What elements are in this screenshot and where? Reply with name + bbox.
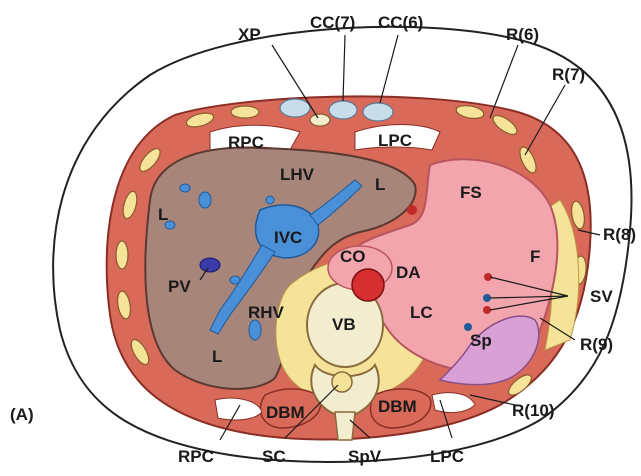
label-vb: VB (332, 315, 356, 334)
vessel-branch (230, 276, 240, 284)
label-ivc: IVC (274, 228, 302, 247)
label-pv: PV (168, 277, 191, 296)
label-r9: R(9) (580, 335, 613, 354)
vessel-branch (199, 192, 211, 208)
rib-segment (231, 106, 259, 118)
label-lpc-top: LPC (378, 131, 412, 150)
descending-aorta (352, 269, 384, 301)
label-lpc-bottom: LPC (430, 447, 464, 466)
label-sp: Sp (470, 331, 492, 350)
spinal-cord (332, 372, 352, 392)
label-f: F (530, 247, 540, 266)
label-lc: LC (410, 303, 433, 322)
label-fs: FS (460, 183, 482, 202)
label-sv: SV (590, 287, 613, 306)
rib-segment (116, 241, 128, 269)
label-xp: XP (238, 25, 261, 44)
label-sc: SC (262, 447, 286, 466)
label-rpc-top: RPC (228, 133, 264, 152)
label-l-bottom: L (212, 347, 222, 366)
xiphoid-process (310, 114, 330, 126)
label-r10: R(10) (512, 401, 555, 420)
label-dbm-right: DBM (378, 397, 417, 416)
label-r7: R(7) (552, 65, 585, 84)
label-l-left: L (158, 205, 168, 224)
splenic-vessel (483, 294, 491, 302)
vessel-branch (249, 320, 261, 340)
stomach-vessel (407, 205, 417, 215)
label-dbm-left: DBM (266, 403, 305, 422)
spinous-process (335, 412, 355, 440)
cartilage-segment (280, 99, 310, 117)
splenic-vessel (464, 323, 472, 331)
vessel-branch (180, 184, 190, 192)
splenic-vessel (483, 306, 491, 314)
vessel-branch (266, 196, 274, 204)
label-da: DA (396, 263, 421, 282)
label-co: CO (340, 247, 366, 266)
label-cc6: CC(6) (378, 13, 423, 32)
cartilage-segment (363, 103, 393, 121)
label-spv: SpV (348, 447, 382, 466)
label-lhv: LHV (280, 165, 315, 184)
label-r8: R(8) (603, 225, 636, 244)
panel-label: (A) (10, 405, 34, 424)
label-cc7: CC(7) (310, 13, 355, 32)
label-rhv: RHV (248, 303, 285, 322)
label-r6: R(6) (506, 25, 539, 44)
cartilage-segment (329, 101, 357, 119)
label-l-upper: L (375, 175, 385, 194)
label-rpc-bottom: RPC (178, 447, 214, 466)
portal-vein (200, 258, 220, 272)
